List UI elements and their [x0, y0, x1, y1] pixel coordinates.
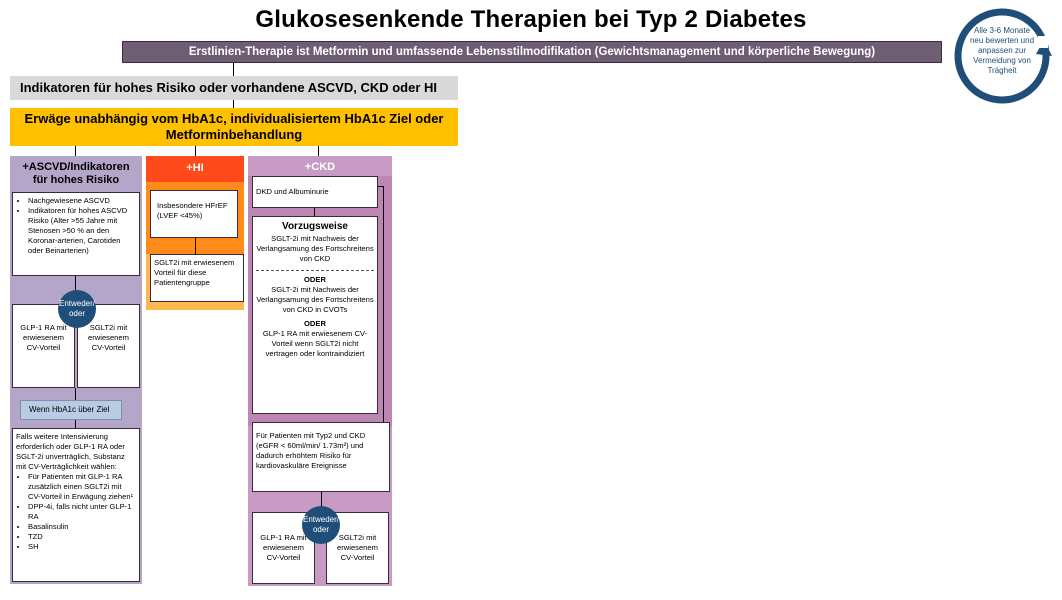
ckd-glp1-box: GLP-1 RA mit erwiesenem CV-Vorteil	[252, 512, 315, 584]
cycle-label: Alle 3-6 Monate neu bewerten und anpasse…	[969, 26, 1035, 75]
oder-label: ODER	[304, 319, 326, 328]
list-item: Indikatoren für hohes ASCVD Risiko (Alte…	[28, 206, 136, 256]
arrow-down	[233, 100, 234, 108]
option-3-text: GLP-1 RA mit erwiesenem CV-Vorteil wenn …	[262, 329, 368, 358]
arrow-down	[314, 208, 315, 216]
ascvd-criteria-box: Nachgewiesene ASCVD Indikatoren für hohe…	[12, 192, 140, 276]
option-label: GLP-1 RA mit erwiesenem CV-Vorteil	[260, 533, 307, 562]
hi-hfref-box: Insbesondere HFrEF (LVEF <45%)	[150, 190, 238, 238]
ckd-header: +CKD	[304, 161, 336, 173]
hi-header: +HI	[186, 162, 204, 174]
first-line-therapy: Erstlinien-Therapie ist Metformin und um…	[122, 41, 942, 63]
oder-label: ODER	[304, 275, 326, 284]
dashed-divider	[256, 270, 374, 271]
arrow-down	[195, 146, 196, 156]
arrow-right-line	[378, 186, 384, 187]
preferred-title: Vorzugsweise	[282, 221, 348, 232]
arrow-down	[75, 420, 76, 428]
arrow-down	[75, 276, 76, 290]
arrow-down	[75, 146, 76, 156]
refresh-arrow-icon	[954, 8, 1052, 104]
hba1c-note: Wenn HbA1c über Ziel	[20, 400, 122, 420]
hi-sglt2i-box: SGLT2i mit erwiesenem Vorteil für diese …	[150, 254, 244, 302]
option-label: SGLT2i mit erwiesenem CV-Vorteil	[337, 533, 378, 562]
hi-header-band	[146, 156, 244, 182]
list-item: Für Patienten mit GLP-1 RA zusätzlich ei…	[28, 472, 136, 502]
intensify-intro: Falls weitere Intensivierung erforderlic…	[16, 432, 125, 471]
option-label: SGLT2i mit erwiesenem CV-Vorteil	[88, 323, 129, 352]
list-item: TZD	[28, 532, 136, 542]
list-item: Basalinsulin	[28, 522, 136, 532]
list-item: Nachgewiesene ASCVD	[28, 196, 136, 206]
arrow-down	[75, 388, 76, 400]
arrow-down	[233, 63, 234, 76]
page-title: Glukosesenkende Therapien bei Typ 2 Diab…	[255, 6, 807, 33]
ckd-preferred-box: Vorzugsweise SGLT-2i mit Nachweis der Ve…	[252, 216, 378, 414]
arrow-down	[195, 238, 196, 254]
option-label: GLP-1 RA mit erwiesenem CV-Vorteil	[20, 323, 67, 352]
intensify-box: Falls weitere Intensivierung erforderlic…	[12, 428, 140, 582]
consider-box: Erwäge unabhängig vom HbA1c, individuali…	[10, 108, 458, 146]
preferred-text: SGLT-2i mit Nachweis der Verlangsamung d…	[256, 234, 374, 263]
arrow-down	[318, 146, 319, 156]
list-item: SH	[28, 542, 136, 552]
ascvd-header: +ASCVD/Indikatoren für hohes Risiko	[22, 161, 130, 186]
option-2-text: SGLT-2i mit Nachweis der Verlangsamung d…	[256, 285, 374, 314]
arrow-down-line	[383, 186, 384, 422]
list-item: DPP-4i, falls nicht unter GLP-1 RA	[28, 502, 136, 522]
arrow-down	[321, 492, 322, 510]
ckd-patients-box: Für Patienten mit Typ2 und CKD (eGFR < 6…	[252, 422, 390, 492]
cycle-icon: Alle 3-6 Monate neu bewerten und anpasse…	[948, 6, 1056, 106]
risk-indicators: Indikatoren für hohes Risiko oder vorhan…	[10, 76, 458, 100]
either-or-badge: Entweder/ oder	[58, 290, 96, 328]
either-or-badge: Entweder/ oder	[302, 506, 340, 544]
ckd-dkd-box: DKD und Albuminurie	[252, 176, 378, 208]
